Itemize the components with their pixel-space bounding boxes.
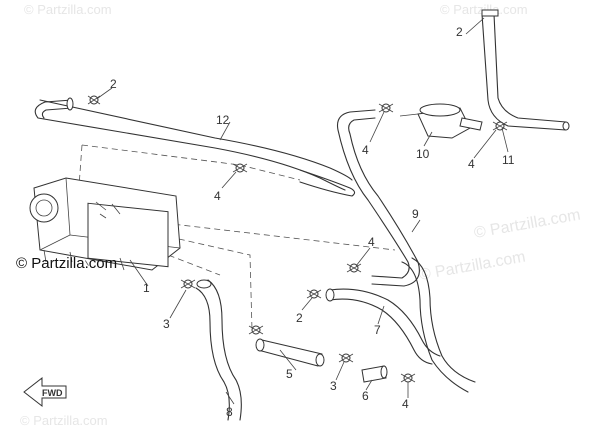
clamp-icon (492, 121, 508, 131)
clamp-icon (338, 353, 354, 363)
forward-arrow-icon: FWD (23, 376, 67, 408)
valve-10 (399, 103, 483, 139)
hose-11 (481, 9, 570, 131)
callout-4d: 4 (368, 235, 375, 249)
callout-4b: 4 (362, 143, 369, 157)
clamp-group (87, 95, 508, 383)
hose-8 (195, 279, 242, 421)
watermark-right: © Partzilla.com (418, 248, 527, 283)
hose-12 (34, 97, 356, 197)
callout-11: 11 (502, 153, 515, 167)
watermark-right-2: © Partzilla.com (473, 206, 582, 241)
callout-5: 5 (286, 367, 293, 381)
callout-2a: 2 (110, 77, 117, 91)
clamp-icon (248, 325, 264, 335)
callout-4a: 4 (214, 189, 221, 203)
tube-5 (255, 338, 325, 367)
callout-4e: 4 (402, 397, 409, 411)
callout-1: 1 (143, 281, 150, 295)
callout-3a: 3 (163, 317, 170, 331)
callout-3b: 3 (330, 379, 337, 393)
clamp-icon (180, 279, 196, 289)
guide-line (81, 144, 241, 166)
watermark-top-left: © Partzilla.com (24, 2, 112, 17)
fitting-6 (361, 365, 388, 383)
callout-9: 9 (412, 207, 419, 221)
direction-label: FWD (42, 388, 63, 398)
clamp-icon (87, 95, 101, 105)
callout-labels: 1 2 2 2 3 3 4 4 4 4 4 5 6 7 8 9 10 11 12 (110, 25, 515, 419)
clamp-icon (346, 263, 362, 273)
clamp-icon (306, 289, 322, 299)
callout-12: 12 (216, 113, 230, 127)
hose-9 (336, 109, 476, 393)
clamp-icon (400, 373, 416, 383)
clamp-icon (378, 103, 394, 113)
callout-10: 10 (416, 147, 430, 161)
guide-line (239, 164, 301, 181)
callout-2b: 2 (456, 25, 463, 39)
callout-2c: 2 (296, 311, 303, 325)
callout-8: 8 (226, 405, 233, 419)
partzilla-watermark: © Partzilla.com (16, 255, 117, 272)
clamp-icon (232, 163, 248, 173)
canister-1 (29, 177, 181, 271)
hose-7 (325, 288, 441, 365)
leader-lines (97, 17, 509, 405)
callout-4c: 4 (468, 157, 475, 171)
callout-6: 6 (362, 389, 369, 403)
watermark-bottom-left: © Partzilla.com (20, 413, 108, 428)
callout-7: 7 (374, 323, 381, 337)
